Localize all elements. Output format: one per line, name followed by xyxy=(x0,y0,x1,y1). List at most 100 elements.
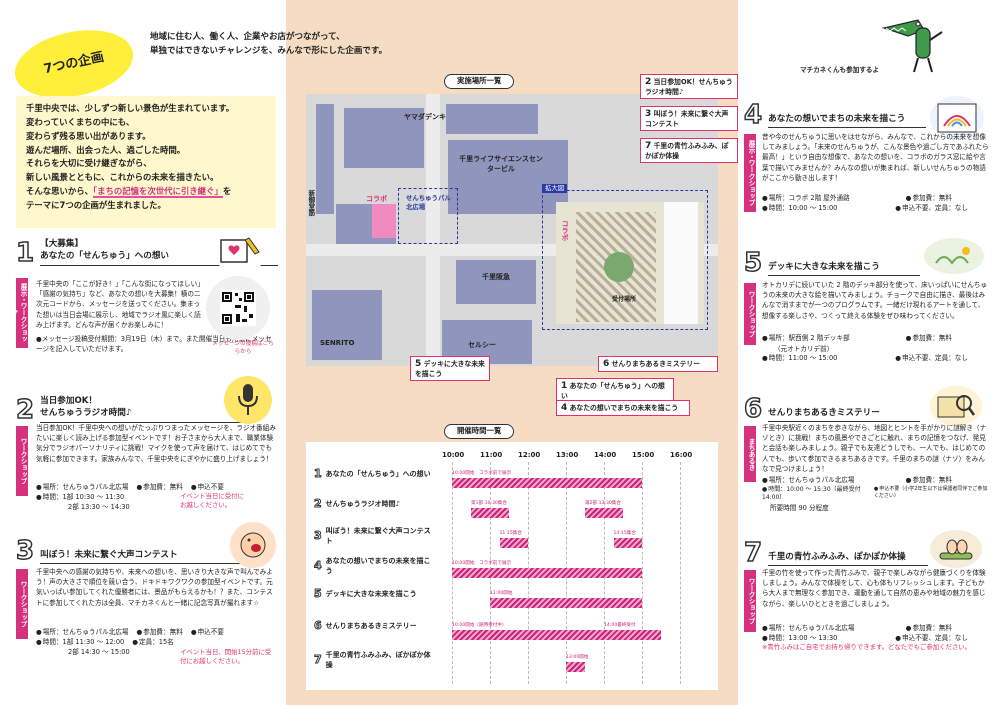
time-label: 16:00 xyxy=(670,451,693,459)
map-callout-1: 1 あなたの「せんちゅう」への想い xyxy=(556,378,674,404)
schedule-bar-label: 13:00開始 xyxy=(566,655,589,660)
time-label: 12:00 xyxy=(518,451,541,459)
map-magnifier-icon xyxy=(930,386,982,426)
schedule-bar xyxy=(585,508,623,518)
section-5-body: オトカリデに続いていた 2 階のデッキ部分を使って、床いっぱいにせんちゅうの未来… xyxy=(762,281,988,320)
section-7-info: 場所：せんちゅうパル北広場参加費：無料 時間：13:00 〜 13:30申込不要… xyxy=(762,624,990,652)
pal-north-frame xyxy=(398,188,458,244)
schedule-bar-label: 11:15集合 xyxy=(499,531,522,536)
building xyxy=(316,104,334,214)
schedule-heading: 開催時間一覧 xyxy=(444,424,515,439)
schedule-bar-label: 14:00最終受付 xyxy=(604,623,636,628)
section-6-body: 千里中央駅近くのまちを歩きながら、地図とヒントを手がかりに謎解き（ナゾとき）に挑… xyxy=(762,424,987,473)
section-5-tag: ワークショップ xyxy=(744,283,756,345)
section-2: 2 当日参加OK！ せんちゅうラジオ時間♪ xyxy=(15,395,246,424)
building xyxy=(456,260,536,304)
time-label: 13:00 xyxy=(556,451,579,459)
section-7: 7 千里の青竹ふみふみ、ぽかぽか体操 xyxy=(743,539,990,567)
schedule-bar-label: 第1部 10:30集合 xyxy=(471,501,507,506)
time-label: 11:00 xyxy=(480,451,503,459)
qr-caption: メッセージの投稿はこちらから xyxy=(212,341,274,356)
schedule-bar-label: 14:15集合 xyxy=(613,531,636,536)
schedule-bar xyxy=(613,538,642,548)
schedule-bar xyxy=(471,508,509,518)
map-callout-4: 4 あなたの想いでまちの未来を描こう xyxy=(556,400,690,417)
section-3-info: 場所：せんちゅうパル北広場参加費：無料申込不要 時間：1部 11:30 〜 12… xyxy=(36,628,276,657)
schedule-bar xyxy=(452,478,642,488)
intro-box: 千里中央では、少しずつ新しい景色が生まれています。 変わっていくまちの中にも、 … xyxy=(16,96,276,228)
mascot-caption: マチカネくんも参加するよ xyxy=(800,66,880,74)
section-1: 1 【大募集】 あなたの「せんちゅう」への想い xyxy=(15,238,278,267)
section-4-tag: 展示・ワークショップ xyxy=(744,134,756,212)
rainbow-window-icon xyxy=(930,96,984,140)
schedule-bar-label: 10:00開始 コラボ前で展示 xyxy=(452,561,512,566)
section-3: 3 叫ぼう！未来に繋ぐ大声コンテスト xyxy=(15,537,246,565)
time-grid-line xyxy=(642,462,643,684)
section-4: 4 あなたの想いでまちの未来を描こう xyxy=(743,101,990,129)
section-1-tag: 展示・ワークショップ xyxy=(9,278,28,348)
building xyxy=(344,108,424,168)
section-7-tag: ワークショップ xyxy=(744,570,756,632)
heart-letter-icon xyxy=(212,232,268,272)
zoom-frame xyxy=(542,190,708,330)
time-label: 10:00 xyxy=(442,451,465,459)
schedule-bar xyxy=(490,598,642,608)
microphone-icon xyxy=(224,376,272,424)
schedule-bar-label: 11:00開始 xyxy=(490,591,513,596)
map-callout-6: 6 せんりまちあるきミステリー xyxy=(598,356,718,373)
section-2-tag: ワークショップ xyxy=(16,426,28,496)
schedule-bar xyxy=(452,630,661,640)
shouting-face-icon xyxy=(230,522,276,568)
section-2-body: 当日参加OK！千里中央への想いがたっぷりつまったメッセージを、ラジオ番組みたいに… xyxy=(36,424,276,463)
map-heading: 実施場所一覧 xyxy=(444,74,515,89)
seven-projects-badge: 7つの企画 xyxy=(8,20,140,108)
time-label: 15:00 xyxy=(632,451,655,459)
section-6-tag: まちあるき xyxy=(744,426,756,482)
building xyxy=(446,104,538,134)
schedule-bar xyxy=(452,568,642,578)
building xyxy=(312,290,382,360)
schedule-bar-label: 第2部 13:30集合 xyxy=(585,501,621,506)
time-grid-line xyxy=(680,462,681,684)
section-5: 5 デッキに大きな未来を描こう xyxy=(743,249,990,277)
map-callout-3: 3 叫ぼう！未来に繋ぐ大声コンテスト xyxy=(640,106,738,132)
section-4-info: 場所：コラボ 2階 屋外通路参加費：無料 時間：10:00 〜 15:00申込不… xyxy=(762,194,990,213)
map-callout-2: 2 当日参加OK！せんちゅうラジオ時間♪ xyxy=(640,74,738,100)
map-callout-7: 7 千里の青竹ふみふみ、ぽかぽか体操 xyxy=(640,138,738,164)
time-label: 14:00 xyxy=(594,451,617,459)
section-2-note: イベント当日に受付にお越しください。 xyxy=(180,492,244,510)
section-3-note: イベント当日、開始15分前に受付にお越しください。 xyxy=(180,648,272,666)
section-1-note: ●メッセージ投稿受付期間：3月19日（木）まで。また開催当日も用紙にメッセージを… xyxy=(36,335,272,354)
section-6: 6 せんりまちあるきミステリー xyxy=(743,395,990,423)
bamboo-foot-icon xyxy=(930,530,982,568)
mascot-crocodile-icon xyxy=(880,14,950,74)
schedule-bar xyxy=(499,538,528,548)
qr-code-icon[interactable] xyxy=(220,290,256,326)
section-4-body: 昔や今のせんちゅうに思いをはせながら、みんなで、これからの未来を想像してみましょ… xyxy=(762,133,989,182)
section-3-body: 千里中央への感謝の気持ちや、未来への想いを、思いきり大きな声で叫んでみよう！声の… xyxy=(36,568,273,607)
section-7-body: 千里の竹を使って作った青竹ふみで、親子で楽しみながら健康づくりを体験しましょう。… xyxy=(762,569,986,608)
venue-map: 拡大図 ヤマダデンキ 千里ライフサイエンスセンタービル 千里阪急 SENRITO… xyxy=(306,94,718,366)
zoom-label: 拡大図 xyxy=(542,184,568,194)
schedule-bar-label: 10:00開始 コラボ前で展示 xyxy=(452,471,512,476)
map-callout-5: 5 デッキに大きな未来を描こう xyxy=(410,356,490,382)
chalk-drawing-icon xyxy=(924,238,984,274)
section-6-info: 場所：せんちゅうパル北広場参加費：無料 時間：10:00 〜 15:30（最終受… xyxy=(762,476,990,513)
schedule-bar-label: 10:00開始（随時受付中） xyxy=(452,623,507,628)
schedule-bar xyxy=(566,662,585,672)
section-1-body: 千里中央の「ここが好き！」「こんな街になってほしい」「感謝の気持ち」など、あなた… xyxy=(36,280,204,329)
section-3-tag: ワークショップ xyxy=(16,569,28,639)
collabo-block xyxy=(372,204,396,238)
section-5-info: 場所：駅西側 2 階デッキ部参加費：無料 （元オトカリデ前） 時間：11:00 … xyxy=(762,334,990,363)
building xyxy=(448,140,568,214)
zoom-area xyxy=(556,202,704,324)
section-2-info: 場所：せんちゅうパル北広場参加費：無料申込不要 時間：1部 10:30 〜 11… xyxy=(36,483,276,512)
qr-code-circle[interactable] xyxy=(206,276,270,340)
